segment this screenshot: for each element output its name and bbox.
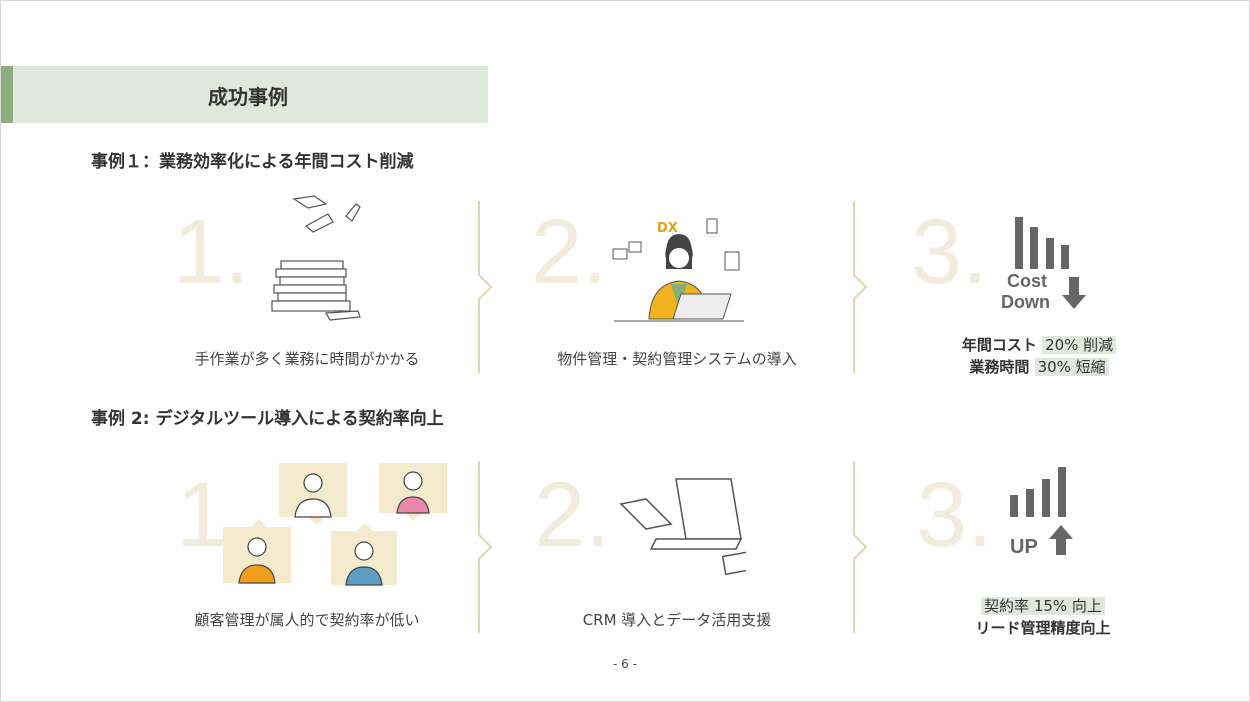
result-highlight: 30% 短縮 — [1034, 358, 1109, 376]
case2-step2-number: 2. — [534, 464, 611, 566]
case1-title: 事例１：業務効率化による年間コスト削減 — [91, 152, 414, 172]
paper-pile-illustration — [271, 195, 361, 321]
case1-result: 年間コスト 20% 削減 業務時間 30% 短縮 — [919, 334, 1159, 378]
case1-step3-number: 3. — [911, 201, 988, 303]
chevron-divider — [478, 461, 493, 633]
result-label: リード管理精度向上 — [975, 619, 1111, 637]
customers-illustration — [223, 463, 447, 586]
case2-step2-caption: CRM 導入とデータ活用支援 — [582, 611, 772, 629]
case1-step2-number: 2. — [531, 201, 608, 303]
result-highlight: 20% 削減 — [1042, 336, 1117, 354]
chevron-divider — [853, 461, 868, 633]
devices-illustration — [619, 478, 746, 576]
cost-down-icon: Cost Down — [1001, 217, 1086, 312]
dx-worker-illustration: DX — [612, 218, 744, 322]
section-header: 成功事例 — [1, 66, 488, 123]
header-accent-strip — [1, 66, 13, 123]
growth-up-icon: UP — [1010, 467, 1073, 558]
result-label: 業務時間 — [969, 358, 1030, 376]
result-label: 年間コスト — [961, 336, 1037, 354]
case2-step1-caption: 顧客管理が属人的で契約率が低い — [194, 611, 420, 629]
case2-result: 契約率 15% 向上 リード管理精度向上 — [923, 595, 1163, 639]
dx-label: DX — [657, 221, 678, 236]
page-number: - 6 - — [613, 657, 637, 671]
case1-step2-caption: 物件管理・契約管理システムの導入 — [557, 350, 797, 368]
chevron-divider — [478, 201, 493, 373]
chevron-divider — [853, 201, 868, 373]
case2-step3-number: 3. — [916, 464, 993, 566]
case2-title: 事例 2: デジタルツール導入による契約率向上 — [91, 409, 444, 429]
case1-step1-number: 1. — [173, 201, 250, 303]
down-label: Down — [1001, 292, 1050, 312]
case1-step1-caption: 手作業が多く業務に時間がかかる — [194, 350, 420, 368]
up-label: UP — [1010, 536, 1038, 558]
result-highlight: 契約率 15% 向上 — [981, 597, 1105, 615]
cost-label: Cost — [1007, 271, 1047, 291]
section-title: 成功事例 — [208, 85, 288, 109]
